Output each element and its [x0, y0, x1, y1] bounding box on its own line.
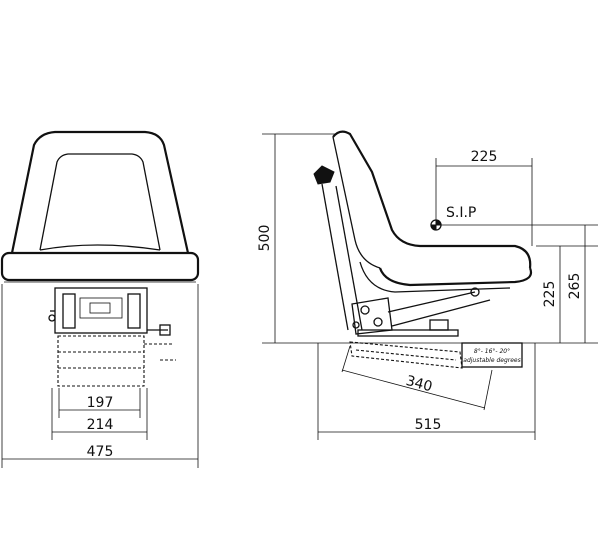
angle-note-line2: adjustable degrees [463, 357, 520, 364]
front-view: 197 214 475 [0, 130, 200, 468]
sip-label: S.I.P [446, 205, 476, 221]
front-backrest-outer [10, 130, 190, 254]
side-view: 8°- 16°- 20° adjustable degrees S.I.P 22… [257, 130, 598, 440]
side-backrest [332, 130, 532, 269]
front-dim-214: 214 [87, 417, 114, 433]
side-dim-225-top: 225 [471, 149, 498, 165]
front-suspension-frame [54, 287, 148, 334]
side-tilt-rail [349, 341, 463, 369]
front-dim-197: 197 [87, 395, 114, 411]
side-dim-340: 340 [404, 373, 434, 395]
front-slide-rail [57, 335, 145, 387]
side-dim-500: 500 [257, 225, 273, 252]
side-dim-225-vertical: 225 [542, 281, 558, 308]
front-dim-475: 475 [87, 444, 114, 460]
side-dim-515: 515 [415, 417, 442, 433]
angle-note-box [461, 342, 523, 368]
side-seat-cushion [378, 267, 533, 287]
front-backrest-inner [39, 153, 161, 251]
front-backrest-lower [39, 244, 161, 251]
angle-note-line1: 8°- 16°- 20° [474, 348, 510, 355]
front-seat-cushion [0, 251, 200, 282]
side-dim-265: 265 [567, 273, 583, 300]
